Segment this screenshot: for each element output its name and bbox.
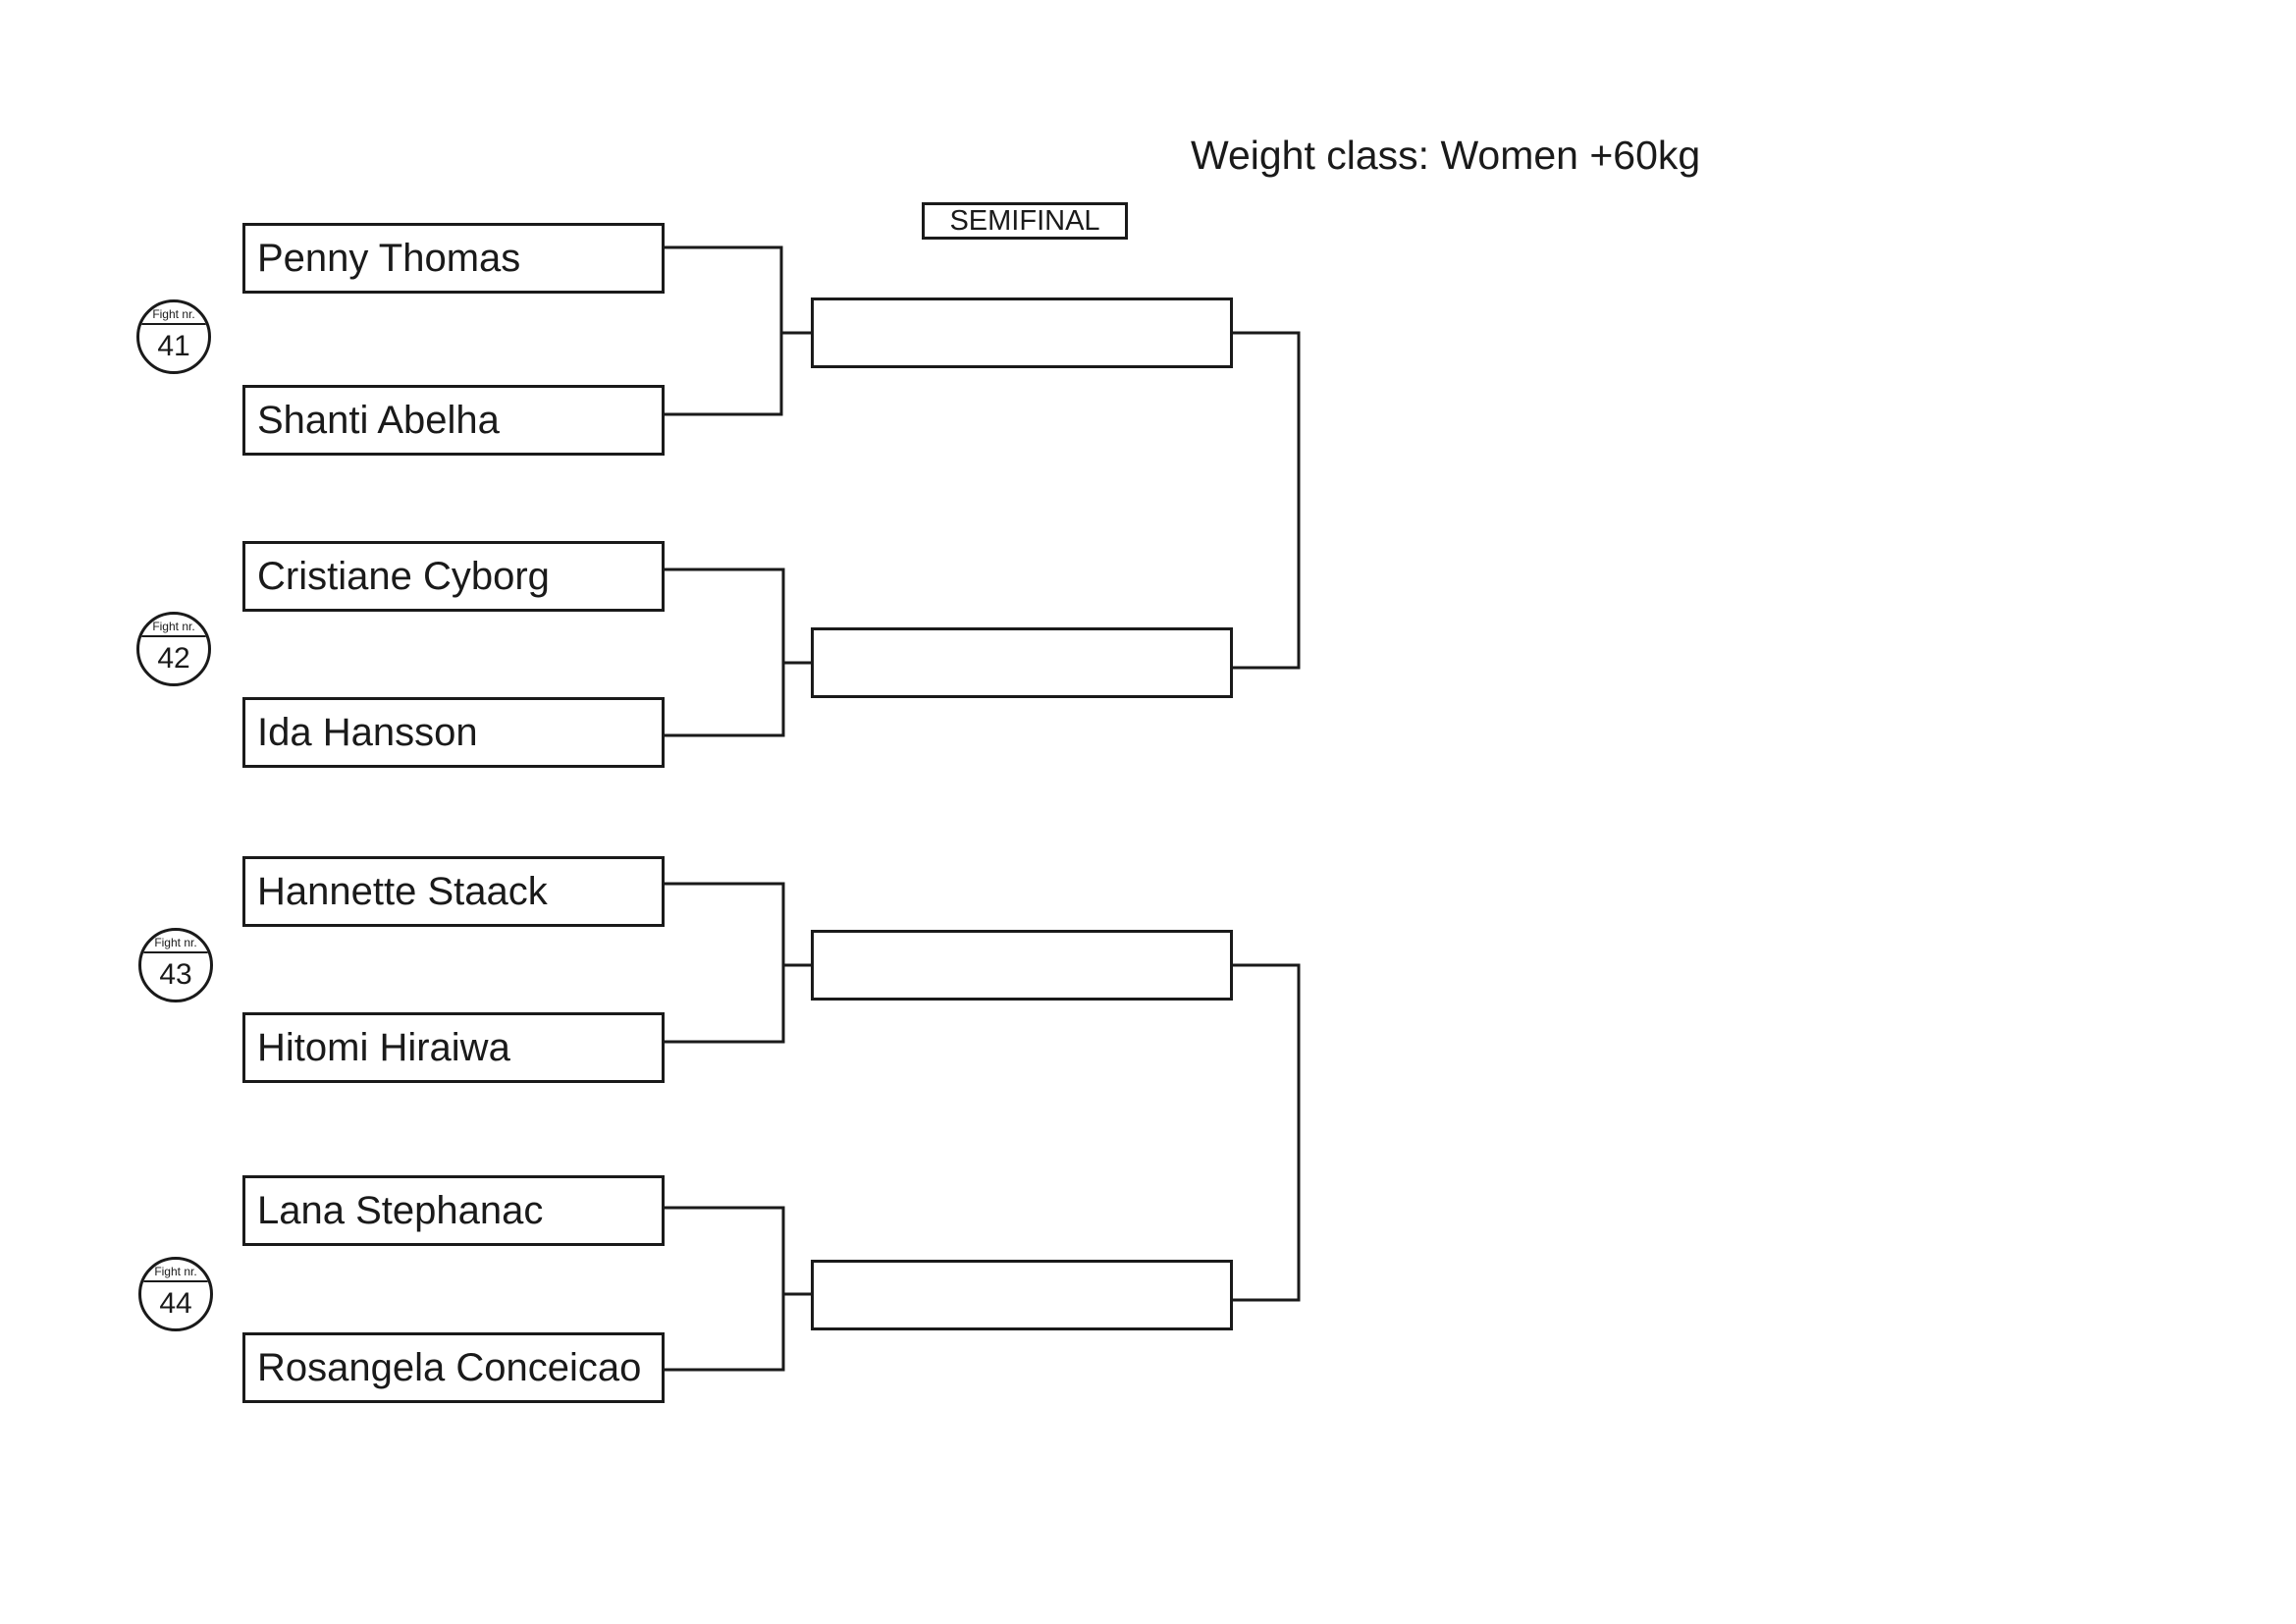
connector-fight-44 xyxy=(665,1206,785,1372)
connector-fight-41 xyxy=(665,245,783,416)
weight-class-title: Weight class: Women +60kg xyxy=(1191,133,1701,178)
fighter-slot[interactable]: Rosangela Conceicao xyxy=(242,1332,665,1403)
connector-semifinal-2 xyxy=(1233,963,1301,1302)
fight-number-badge: Fight nr. 43 xyxy=(138,928,213,1002)
connector-semifinal-1 xyxy=(1233,331,1301,670)
fight-number-caption: Fight nr. xyxy=(139,615,208,637)
fight-number: 43 xyxy=(159,958,192,991)
fight-number-caption: Fight nr. xyxy=(139,302,208,325)
fight-number-badge: Fight nr. 41 xyxy=(136,299,211,374)
fight-number: 41 xyxy=(157,330,190,362)
semifinal-slot[interactable] xyxy=(811,1260,1233,1330)
connector-fight-42 xyxy=(665,568,785,737)
semifinal-slot[interactable] xyxy=(811,627,1233,698)
fight-number: 42 xyxy=(157,642,190,675)
fighter-slot[interactable]: Cristiane Cyborg xyxy=(242,541,665,612)
semifinal-label: SEMIFINAL xyxy=(922,202,1128,240)
fighter-slot[interactable]: Ida Hansson xyxy=(242,697,665,768)
fight-number-badge: Fight nr. 42 xyxy=(136,612,211,686)
fight-number-caption: Fight nr. xyxy=(141,1260,210,1282)
fight-number-badge: Fight nr. 44 xyxy=(138,1257,213,1331)
semifinal-slot[interactable] xyxy=(811,930,1233,1001)
fighter-slot[interactable]: Shanti Abelha xyxy=(242,385,665,456)
fight-number-caption: Fight nr. xyxy=(141,931,210,953)
fighter-slot[interactable]: Penny Thomas xyxy=(242,223,665,294)
fighter-slot[interactable]: Lana Stephanac xyxy=(242,1175,665,1246)
connector-fight-43 xyxy=(665,882,785,1044)
fighter-slot[interactable]: Hitomi Hiraiwa xyxy=(242,1012,665,1083)
semifinal-slot[interactable] xyxy=(811,298,1233,368)
fighter-slot[interactable]: Hannette Staack xyxy=(242,856,665,927)
fight-number: 44 xyxy=(159,1287,192,1320)
